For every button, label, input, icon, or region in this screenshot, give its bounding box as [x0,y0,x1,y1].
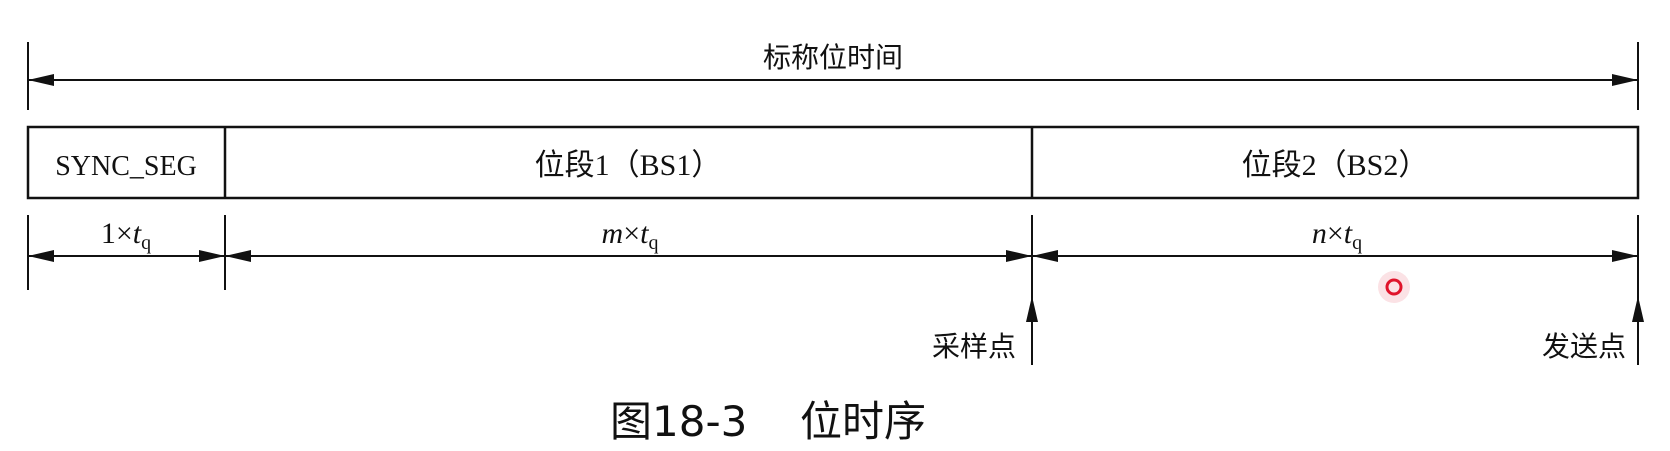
sample-point-label: 采样点 [932,330,1016,363]
duration-sync-label: 1×tq [101,217,151,254]
duration-bs2-label: n×tq [1312,217,1362,254]
dimension-bs2-left-head [1032,250,1058,262]
span-arrow-right-head [1612,74,1638,86]
segment-sync-label: SYNC_SEG [55,151,197,182]
timing-points: 采样点 发送点 [932,296,1644,363]
dimension-sync-left-head [28,250,54,262]
segment-bs1-label: 位段1（BS1） [535,149,722,182]
cursor-indicator [1378,271,1410,303]
duration-bs1-label: m×tq [602,217,659,254]
figure-caption: 图18-3 位时序 [610,397,926,446]
caption-number: 图18-3 [610,397,747,446]
segment-bar-outline [26,125,1640,200]
nominal-bit-time-span: 标称位时间 [27,41,1639,110]
dimension-bs2-right-head [1612,250,1638,262]
span-label: 标称位时间 [763,41,903,74]
cursor-dot-icon [1385,278,1403,296]
caption-title: 位时序 [800,397,926,446]
transmit-point-arrow-icon [1632,296,1644,322]
dimension-sync-right-head [199,250,225,262]
dimension-bs1-right-head [1006,250,1032,262]
transmit-point-label: 发送点 [1542,330,1626,363]
segment-bs2-label: 位段2（BS2） [1242,149,1429,182]
span-arrow-left-head [28,74,54,86]
cursor-glow [1378,271,1410,303]
duration-dimensions: 1×tq m×tq n×tq [27,215,1639,365]
sample-point-arrow-icon [1026,296,1038,322]
dimension-bs1-left-head [225,250,251,262]
segment-bar: SYNC_SEG 位段1（BS1） 位段2（BS2） [26,125,1640,200]
